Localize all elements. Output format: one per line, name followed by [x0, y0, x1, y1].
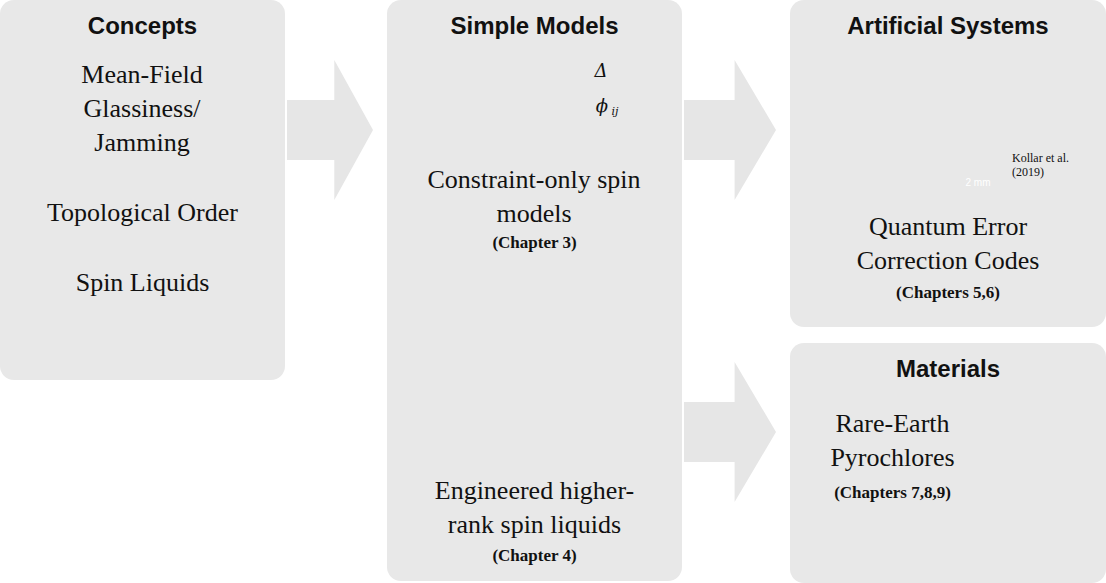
panel-box: Simple ModelsConstraint-only spin models… — [387, 0, 682, 581]
chapter-note: (Chapters 5,6) — [790, 283, 1106, 303]
panel-title: Materials — [790, 355, 1106, 384]
scale-label: 2 mm — [958, 178, 998, 188]
panel-text: Rare-Earth Pyrochlores — [795, 407, 990, 475]
chapter-note: (Chapters 7,8,9) — [795, 483, 990, 503]
flow-arrow — [287, 60, 373, 200]
panel-text: Spin Liquids — [10, 266, 275, 300]
panel-text: Engineered higher-rank spin liquids — [417, 474, 652, 542]
panel-title: Simple Models — [387, 12, 682, 41]
citation-label: Kollar et al. (2019) — [1012, 152, 1092, 180]
symbol-label: ϕ — [594, 97, 610, 115]
chapter-note: (Chapter 3) — [387, 233, 682, 253]
panel-box: ConceptsMean-Field Glassiness/ JammingTo… — [0, 0, 285, 380]
flow-arrow — [684, 60, 776, 200]
chapter-note: (Chapter 4) — [387, 546, 682, 566]
symbol-label: Δ — [590, 62, 612, 80]
flow-arrow — [684, 362, 776, 502]
panel-title: Concepts — [0, 12, 285, 41]
panel-text: Quantum Error Correction Codes — [818, 210, 1078, 278]
symbol-label: ij — [607, 106, 623, 117]
panel-text: Mean-Field Glassiness/ Jamming — [47, 58, 237, 159]
panel-title: Artificial Systems — [790, 12, 1106, 41]
panel-box: MaterialsRare-Earth Pyrochlores (Chapters… — [790, 343, 1106, 583]
panel-text: Constraint-only spin models — [424, 163, 644, 231]
panel-text: Topological Order — [10, 196, 275, 230]
